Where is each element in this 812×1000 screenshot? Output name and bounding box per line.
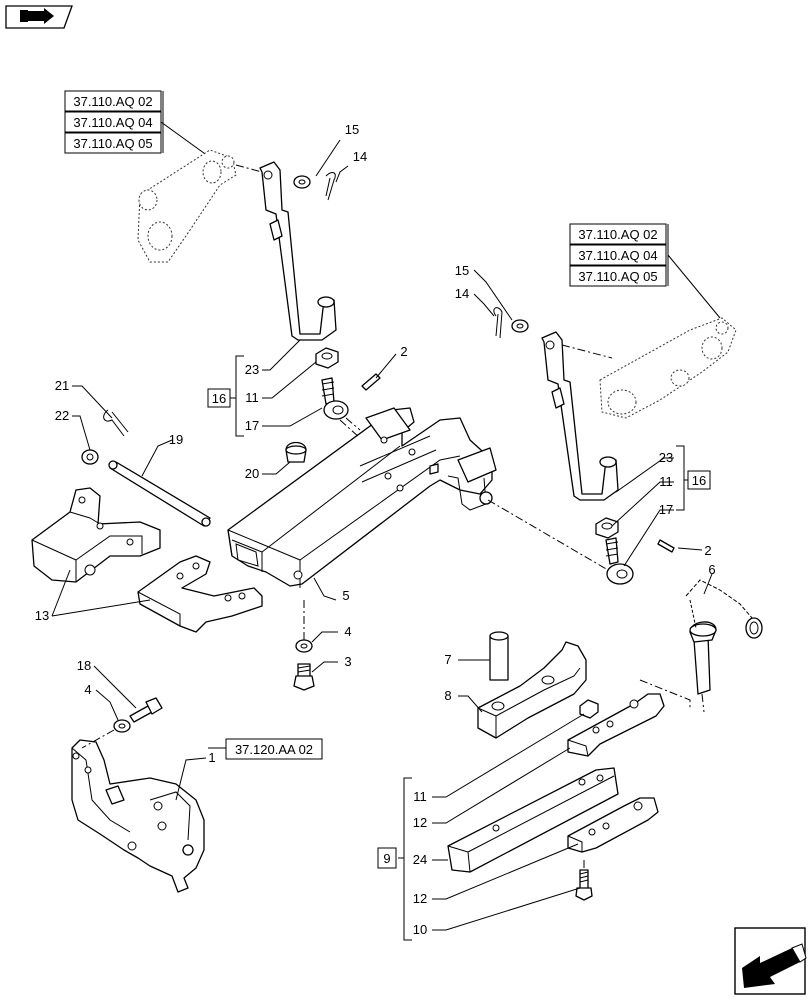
bracket-13-upper[interactable] <box>31 487 161 583</box>
nut-11-bar[interactable] <box>579 699 599 719</box>
callout-6: 6 <box>708 562 715 577</box>
callout-11: 11 <box>659 474 673 489</box>
bolt-3[interactable] <box>293 663 315 691</box>
callout-18: 18 <box>77 658 91 673</box>
bolt-18[interactable] <box>129 697 163 723</box>
lift-link-left[interactable] <box>259 161 337 341</box>
callout-11: 11 <box>245 390 259 405</box>
reference-link[interactable]: 37.110.AQ 04 <box>73 115 152 130</box>
reference-box[interactable] <box>569 265 667 287</box>
callout-10: 10 <box>413 922 427 937</box>
reference-group-right: 37.110.AQ 02 37.110.AQ 04 37.110.AQ 05 <box>569 223 721 319</box>
group-box-16-left[interactable] <box>207 388 231 408</box>
washer-4-low[interactable] <box>113 719 131 733</box>
bolt-10[interactable] <box>575 869 593 901</box>
callout-4: 4 <box>84 682 91 697</box>
callout-20: 20 <box>245 466 259 481</box>
washer-left[interactable] <box>293 175 311 189</box>
reference-box[interactable] <box>64 132 162 154</box>
callout-5: 5 <box>342 588 349 603</box>
callout-14: 14 <box>353 149 367 164</box>
group-box-16-right[interactable] <box>687 470 711 490</box>
reference-link[interactable]: 37.110.AQ 02 <box>578 227 657 242</box>
group-box-9[interactable] <box>377 847 397 869</box>
callout-23: 23 <box>659 450 673 465</box>
callout-3: 3 <box>344 654 351 669</box>
reference-link[interactable]: 37.110.AQ 05 <box>73 136 152 151</box>
callout-2: 2 <box>704 543 711 558</box>
arrow-back-book-icon[interactable] <box>5 5 73 29</box>
callout-labels: 15 14 15 14 23 11 17 2 23 11 17 2 21 22 … <box>35 122 716 937</box>
eye-bolt-left[interactable] <box>321 377 349 420</box>
lift-arm-right-ghost <box>599 317 737 419</box>
reference-box[interactable] <box>569 244 667 266</box>
callout-11: 11 <box>413 789 427 804</box>
callout-15: 15 <box>455 263 469 278</box>
drawbar-frame[interactable] <box>227 407 497 588</box>
nut-right[interactable] <box>595 517 619 539</box>
callout-12: 12 <box>413 815 427 830</box>
bracket-13-lower[interactable] <box>137 555 263 633</box>
callout-13: 13 <box>35 608 49 623</box>
washer-4-mid[interactable] <box>295 639 313 653</box>
reference-link[interactable]: 37.120.AA 02 <box>235 742 313 757</box>
plug-20[interactable] <box>285 441 307 463</box>
clip-right[interactable] <box>493 307 503 339</box>
callout-8: 8 <box>444 688 451 703</box>
callout-23: 23 <box>245 362 259 377</box>
group-label[interactable]: 9 <box>383 851 390 866</box>
washer-right[interactable] <box>511 319 529 333</box>
callout-12: 12 <box>413 891 427 906</box>
hitch-pin-6[interactable] <box>685 579 763 695</box>
callout-21: 21 <box>55 378 69 393</box>
leader-lines <box>51 139 713 941</box>
reference-link[interactable]: 37.110.AQ 02 <box>73 94 152 109</box>
pin-19[interactable] <box>108 460 211 527</box>
callout-24: 24 <box>413 852 427 867</box>
reference-group-left: 37.110.AQ 02 37.110.AQ 04 37.110.AQ 05 <box>64 90 209 157</box>
pin-right[interactable] <box>657 539 675 553</box>
mounting-bracket-1[interactable] <box>71 739 205 893</box>
callout-1: 1 <box>208 750 215 765</box>
callout-14: 14 <box>455 286 469 301</box>
pin-7[interactable] <box>489 631 509 681</box>
callout-17: 17 <box>659 502 673 517</box>
eye-bolt-right[interactable] <box>605 537 634 585</box>
reference-box[interactable] <box>569 223 667 245</box>
reference-box[interactable] <box>225 738 323 760</box>
callout-19: 19 <box>169 432 183 447</box>
group-label[interactable]: 16 <box>692 473 706 488</box>
callout-2: 2 <box>400 344 407 359</box>
callout-15: 15 <box>345 122 359 137</box>
hook-block-8[interactable] <box>477 641 587 739</box>
reference-link[interactable]: 37.110.AQ 04 <box>578 248 657 263</box>
reference-link[interactable]: 37.110.AQ 05 <box>578 269 657 284</box>
callout-4: 4 <box>344 624 351 639</box>
arrow-next-page-icon[interactable] <box>734 927 807 995</box>
callout-17: 17 <box>245 418 259 433</box>
plate-12-top[interactable] <box>567 693 665 757</box>
lift-arm-left-ghost <box>137 149 237 263</box>
clip-left[interactable] <box>325 172 336 201</box>
pin-left[interactable] <box>361 373 381 391</box>
cotter-pin-21[interactable] <box>103 409 129 437</box>
washer-22[interactable] <box>81 449 99 465</box>
callout-22: 22 <box>55 408 69 423</box>
drawbar-24[interactable] <box>447 767 619 873</box>
callout-7: 7 <box>444 652 451 667</box>
reference-box[interactable] <box>64 90 162 112</box>
nut-left[interactable] <box>315 347 339 369</box>
lift-link-right[interactable] <box>541 331 619 501</box>
group-label[interactable]: 16 <box>212 391 226 406</box>
plate-12-bottom[interactable] <box>567 797 659 853</box>
